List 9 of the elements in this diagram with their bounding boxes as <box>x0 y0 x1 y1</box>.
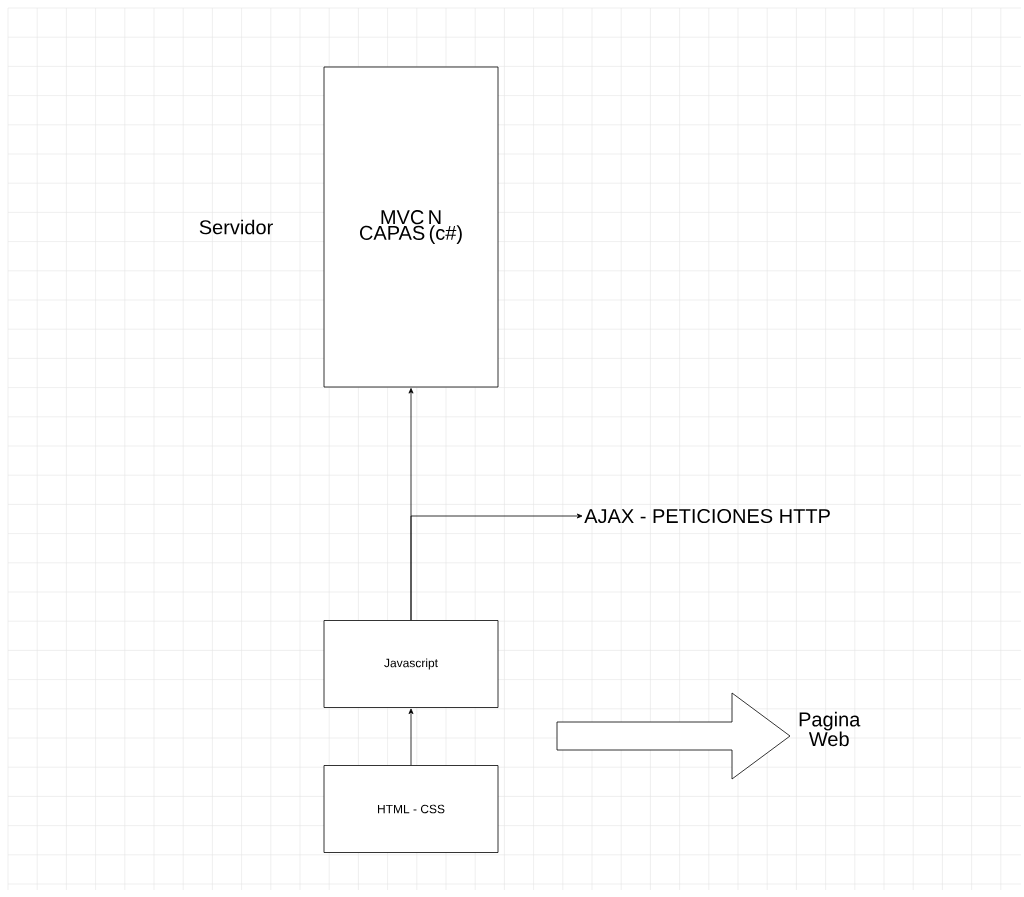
side-label: Servidor <box>199 219 273 235</box>
process-box: HTML - CSS <box>323 765 499 853</box>
arrow <box>410 513 583 621</box>
label-text: AJAX - PETICIONES HTTP <box>584 508 830 524</box>
arrow <box>408 708 414 766</box>
block-arrow <box>556 692 791 780</box>
label-text: Pagina Web <box>799 711 861 747</box>
process-box: MVC N CAPAS (c#) <box>323 66 499 388</box>
process-box: Javascript <box>323 620 499 708</box>
